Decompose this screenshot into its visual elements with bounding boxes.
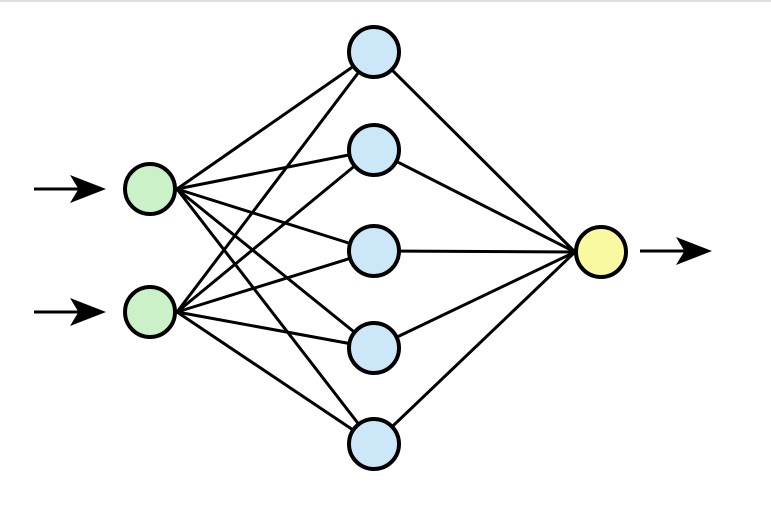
output-arrow-head-icon: [676, 237, 712, 265]
edge-14: [373, 250, 576, 350]
edge-8: [176, 249, 375, 314]
hidden-node-2: [347, 123, 401, 177]
input-arrow-1-head-icon: [70, 175, 106, 203]
edge-9: [176, 310, 375, 350]
hidden-node-4: [347, 321, 401, 375]
edge-15: [372, 250, 577, 446]
hidden-node-5: [347, 417, 401, 471]
hidden-node-3: [347, 224, 401, 278]
edge-4: [176, 187, 375, 350]
edge-6: [175, 51, 376, 313]
input-node-1: [123, 162, 177, 216]
edge-11: [372, 50, 577, 254]
input-node-2: [123, 285, 177, 339]
edge-1: [176, 50, 375, 191]
edge-2: [176, 148, 375, 191]
hidden-node-1: [347, 25, 401, 79]
edge-13: [373, 249, 576, 254]
edge-12: [373, 148, 576, 254]
edge-3: [176, 187, 375, 253]
edge-5: [175, 188, 376, 445]
top-border-line: [0, 0, 771, 2]
edge-7: [176, 148, 375, 314]
edge-10: [176, 310, 375, 446]
output-node-1: [574, 225, 628, 279]
input-arrow-2-head-icon: [70, 298, 106, 326]
